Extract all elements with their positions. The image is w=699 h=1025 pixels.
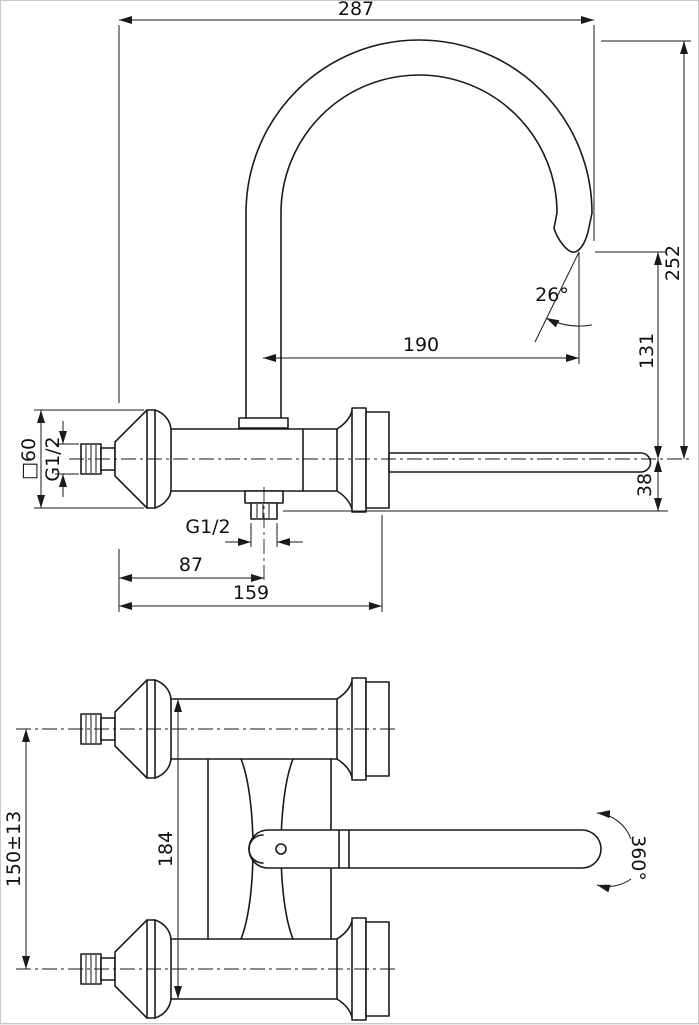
dim-outlet-angle: 26° xyxy=(534,251,593,343)
dim-overall-width-label: 184 xyxy=(155,831,177,867)
spout xyxy=(245,39,593,429)
dim-outlet-thread-label: G1/2 xyxy=(185,516,230,538)
dim-outlet-thread: G1/2 xyxy=(185,516,303,547)
dim-overall-depth-label: 287 xyxy=(338,1,374,20)
lever-plan xyxy=(248,829,602,869)
dim-outlet-spacing-label: 87 xyxy=(179,554,203,576)
plan-view: 150±13 184 360° xyxy=(3,677,649,1021)
dim-overall-depth: 287 xyxy=(118,1,595,403)
spout-collar xyxy=(238,417,289,429)
dim-body-depth-label: 159 xyxy=(233,582,269,604)
dim-outlet-height-label: 131 xyxy=(636,333,658,369)
dim-spout-reach-label: 190 xyxy=(403,334,439,356)
dim-outlet-height: 131 xyxy=(595,251,666,459)
side-view: 287 252 131 38 190 26° xyxy=(18,1,693,612)
dim-wall-thread: G1/2 xyxy=(42,421,79,497)
dim-connection-centres-label: 150±13 xyxy=(3,811,25,887)
dim-body-depth: 159 xyxy=(119,515,383,612)
dim-rosette-label: □60 xyxy=(18,438,40,480)
lever-mount xyxy=(336,407,390,513)
dim-connection-centres: 150±13 xyxy=(3,729,31,969)
dim-lever-rotation: 360° xyxy=(596,810,649,893)
dim-wall-thread-label: G1/2 xyxy=(42,436,64,481)
dim-spout-height-label: 252 xyxy=(662,245,684,281)
dim-outlet-angle-label: 26° xyxy=(535,284,569,306)
dim-spout-reach: 190 xyxy=(263,252,580,364)
dim-overall-width: 184 xyxy=(155,699,182,999)
dim-outlet-spacing: 87 xyxy=(118,549,264,612)
dim-outlet-drop: 38 xyxy=(283,459,668,512)
dim-lever-rotation-label: 360° xyxy=(627,835,649,881)
dim-rosette: □60 xyxy=(18,409,144,509)
dim-spout-height: 252 xyxy=(601,40,691,459)
lever-side xyxy=(388,452,652,473)
dim-outlet-drop-label: 38 xyxy=(634,473,656,497)
body xyxy=(170,428,338,492)
